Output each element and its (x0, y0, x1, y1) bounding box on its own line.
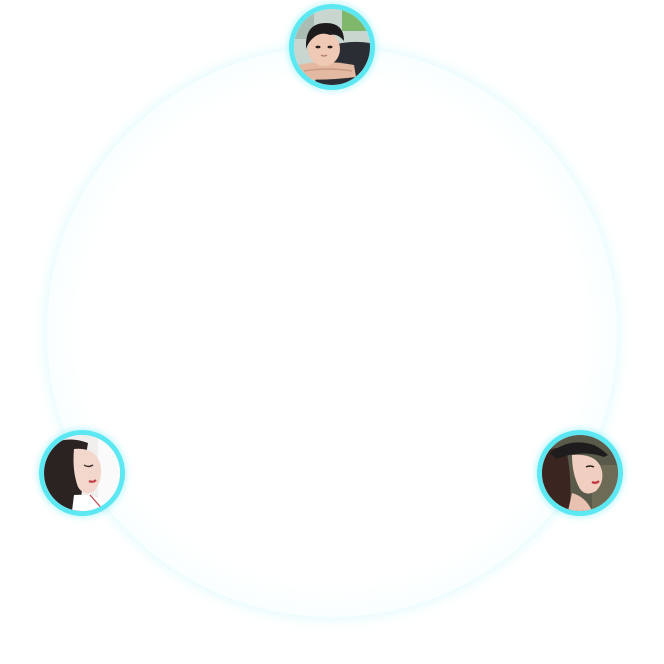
avatar-right[interactable] (537, 430, 623, 516)
person-photo-icon (294, 9, 370, 85)
person-photo-icon (542, 435, 618, 511)
avatar-left[interactable] (39, 430, 125, 516)
glow-circle (47, 47, 617, 617)
person-photo-icon (44, 435, 120, 511)
avatar-top[interactable] (289, 4, 375, 90)
